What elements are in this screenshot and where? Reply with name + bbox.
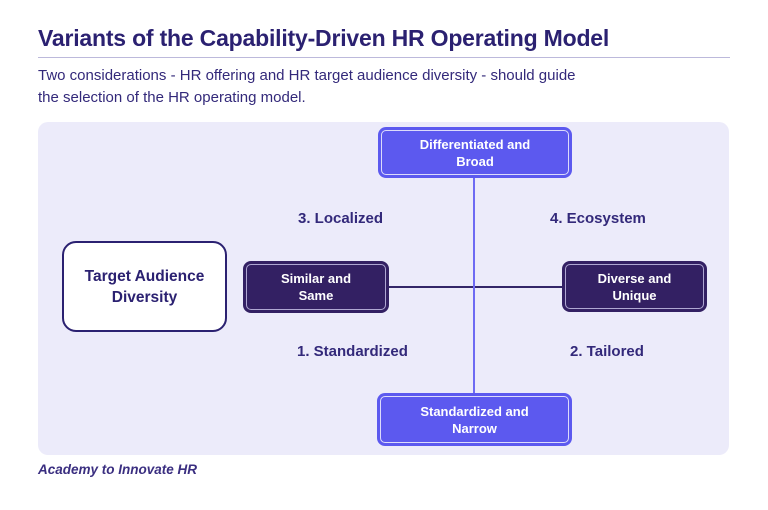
node-standardized-and-narrow: Standardized and Narrow <box>377 393 572 446</box>
page-title: Variants of the Capability-Driven HR Ope… <box>38 25 610 51</box>
title-divider <box>38 57 730 58</box>
subtitle-line-2: the selection of the HR operating model. <box>38 89 306 106</box>
node-label: Similar and Same <box>280 271 352 303</box>
node-label: Differentiated and Broad <box>419 136 531 169</box>
vertical-axis-line <box>473 177 475 394</box>
axis-box-label: Target Audience Diversity <box>84 267 205 306</box>
quadrant-label-ecosystem: 4. Ecosystem <box>550 210 646 227</box>
subtitle: Two considerations - HR offering and HR … <box>38 65 576 109</box>
node-diverse-and-unique: Diverse and Unique <box>562 261 707 312</box>
node-label: Diverse and Unique <box>597 270 672 303</box>
footer-credit: Academy to Innovate HR <box>38 462 198 477</box>
node-similar-and-same: Similar and Same <box>243 261 389 313</box>
horizontal-axis-line <box>389 286 562 288</box>
node-differentiated-and-broad: Differentiated and Broad <box>378 127 572 178</box>
subtitle-line-1: Two considerations - HR offering and HR … <box>38 67 576 84</box>
node-label: Standardized and Narrow <box>420 403 529 436</box>
quadrant-label-standardized: 1. Standardized <box>297 343 408 360</box>
node-inner-frame: Differentiated and Broad <box>381 130 569 175</box>
node-inner-frame: Similar and Same <box>246 264 386 310</box>
node-inner-frame: Diverse and Unique <box>565 264 704 309</box>
target-audience-diversity-box: Target Audience Diversity <box>62 241 227 332</box>
quadrant-label-tailored: 2. Tailored <box>570 343 644 360</box>
node-inner-frame: Standardized and Narrow <box>380 396 569 443</box>
diagram-panel: Target Audience Diversity Differentiated… <box>38 122 729 455</box>
quadrant-label-localized: 3. Localized <box>298 210 384 227</box>
